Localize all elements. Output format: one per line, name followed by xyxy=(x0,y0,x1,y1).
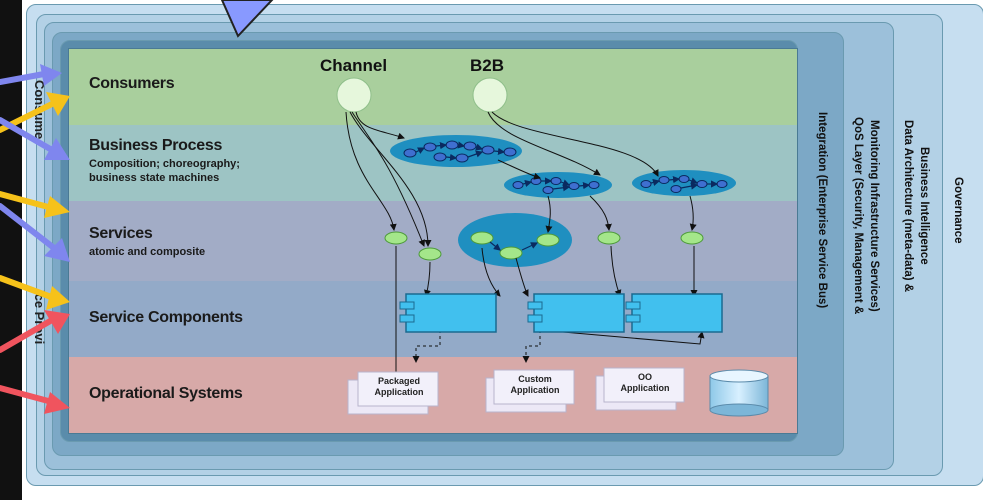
qos-label: QoS Layer (Security, Management & Monito… xyxy=(846,86,886,346)
service-component-boxes xyxy=(399,293,723,333)
services-layer: Services atomic and composite xyxy=(69,201,797,281)
qos-label-line2: Monitoring Infrastructure Services) xyxy=(868,120,880,312)
left-arrows xyxy=(0,64,70,414)
b2b-label: B2B xyxy=(470,56,505,75)
custom-app-label: Custom Application xyxy=(496,374,574,396)
b2b-node xyxy=(472,77,508,113)
packaged-app-line2: Application xyxy=(374,387,424,397)
top-triangle-icon xyxy=(220,0,274,38)
custom-app-line2: Application xyxy=(510,385,560,395)
flow-arrows xyxy=(345,111,705,379)
data-label-line1: Data Architecture (meta-data) & xyxy=(902,119,914,293)
database-icon xyxy=(709,369,769,417)
process-blob-1 xyxy=(390,135,522,167)
governance-label: Governance xyxy=(952,176,964,244)
qos-label-line1: QoS Layer (Security, Management & xyxy=(852,117,864,315)
business-process-title: Business Process xyxy=(89,137,223,154)
service-nodes xyxy=(384,231,704,261)
oo-app-line1: OO xyxy=(637,372,652,382)
business-process-sub1: Composition; choreography; xyxy=(89,158,240,170)
services-sub: atomic and composite xyxy=(89,246,206,258)
channel-node xyxy=(336,77,372,113)
packaged-app-line1: Packaged xyxy=(377,376,421,386)
oo-app-label: OO Application xyxy=(606,372,684,394)
composite-service-blob xyxy=(458,213,572,267)
business-process-sub2: business state machines xyxy=(89,172,220,184)
custom-app-line1: Custom xyxy=(518,374,552,384)
consumers-side-label: f Consume xyxy=(32,72,47,140)
consumers-layer: Consumers xyxy=(69,49,797,125)
data-architecture-label: Data Architecture (meta-data) & Business… xyxy=(896,86,932,326)
channel-label: Channel xyxy=(320,56,388,75)
service-components-title: Service Components xyxy=(89,309,243,326)
services-title: Services xyxy=(89,225,153,242)
consumers-title: Consumers xyxy=(89,75,175,92)
packaged-app-label: Packaged Application xyxy=(360,376,438,398)
operational-systems-title: Operational Systems xyxy=(89,385,243,402)
integration-label: Integration (Enterprise Service Bus) xyxy=(816,111,828,309)
oo-app-line2: Application xyxy=(620,383,670,393)
application-boxes xyxy=(347,367,685,415)
process-blob-2 xyxy=(504,172,612,198)
process-nodes-1 xyxy=(403,140,517,163)
data-label-line2: Business Intelligence xyxy=(918,147,930,265)
